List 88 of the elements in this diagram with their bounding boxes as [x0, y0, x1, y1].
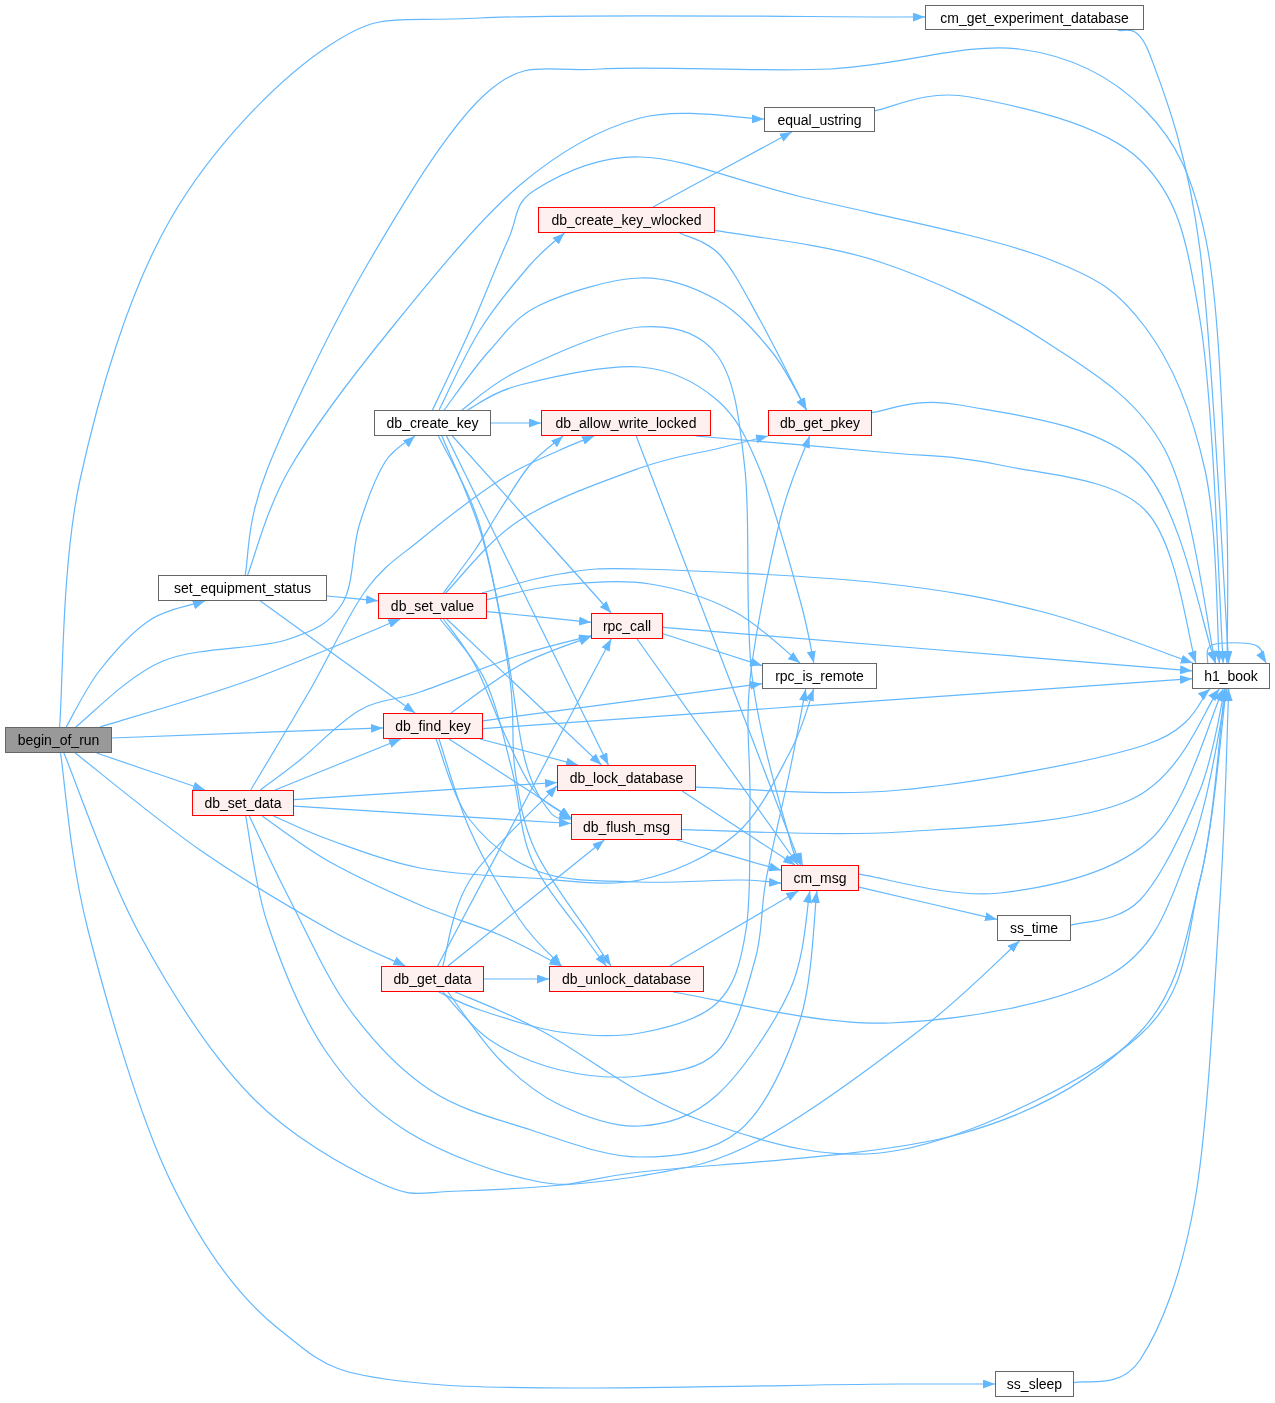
call-arrow	[486, 611, 592, 626]
call-arrow	[442, 688, 808, 1078]
function-box: ss_time	[997, 915, 1071, 941]
call-arrow	[1070, 688, 1227, 926]
function-box: db_get_pkey	[768, 410, 872, 436]
call-arrow	[871, 401, 1216, 664]
call-arrow	[662, 626, 1193, 675]
call-arrow	[293, 805, 572, 828]
call-arrow	[63, 752, 1021, 1195]
call-arrow	[679, 232, 808, 411]
call-arrow	[450, 635, 592, 714]
call-arrow	[481, 567, 1194, 664]
call-arrow	[59, 752, 996, 1389]
function-box: db_create_key	[374, 410, 491, 436]
call-arrow	[435, 738, 782, 887]
call-arrow	[445, 435, 609, 766]
call-arrow	[490, 418, 542, 428]
function-box: h1_book	[1192, 663, 1270, 689]
call-arrow	[858, 886, 998, 922]
call-arrow	[461, 325, 804, 866]
call-arrow	[438, 435, 811, 1037]
call-arrow	[447, 890, 813, 1127]
function-box: db_flush_msg	[571, 814, 682, 840]
function-box: db_allow_write_locked	[541, 410, 711, 436]
function-box: rpc_call	[591, 613, 663, 639]
call-arrow	[75, 435, 416, 728]
call-arrow	[858, 688, 1224, 895]
call-arrow	[438, 232, 566, 411]
function-box: db_unlock_database	[549, 966, 704, 992]
call-arrow	[447, 839, 605, 967]
call-arrow	[669, 890, 799, 967]
call-arrow	[247, 112, 765, 576]
call-arrow	[248, 815, 821, 1158]
call-arrow	[486, 581, 801, 664]
call-arrow	[111, 723, 384, 739]
call-arrow	[662, 633, 763, 667]
call-arrow	[326, 595, 379, 605]
call-arrow	[467, 366, 816, 664]
call-arrow	[437, 435, 572, 822]
call-arrow	[250, 435, 595, 791]
function-box: db_lock_database	[557, 765, 696, 791]
function-box: db_create_key_wlocked	[538, 207, 715, 233]
call-arrow	[442, 435, 564, 594]
function-box: set_equipment_status	[158, 575, 327, 601]
call-arrow	[448, 738, 572, 819]
function-box: rpc_is_remote	[762, 663, 877, 689]
function-box: ss_sleep	[995, 1371, 1074, 1397]
function-box: db_set_data	[192, 790, 294, 816]
call-arrow	[1117, 29, 1233, 664]
call-arrow	[441, 435, 612, 967]
function-box: begin_of_run	[5, 727, 112, 753]
function-box: db_set_value	[378, 593, 487, 619]
call-arrow	[261, 815, 562, 967]
call-arrow	[479, 738, 579, 767]
call-arrow	[431, 156, 1224, 664]
call-arrow	[681, 790, 796, 866]
function-box: cm_get_experiment_database	[925, 5, 1144, 30]
call-arrow	[446, 618, 603, 766]
call-arrow	[482, 675, 1193, 730]
call-arrow	[874, 94, 1227, 664]
call-arrow	[695, 688, 1211, 794]
call-arrow	[714, 229, 1218, 664]
call-arrow	[636, 638, 799, 866]
call-arrow	[274, 738, 402, 791]
function-box: cm_msg	[781, 865, 859, 891]
call-arrow	[675, 839, 782, 872]
call-arrow	[1073, 688, 1233, 1384]
call-arrow	[65, 600, 206, 728]
call-arrow	[1206, 642, 1267, 664]
function-box: equal_ustring	[764, 107, 875, 132]
call-arrow	[259, 634, 592, 791]
call-arrow	[259, 600, 416, 714]
call-arrow	[438, 738, 562, 967]
call-arrow	[293, 778, 558, 801]
function-box: db_find_key	[383, 713, 483, 739]
call-arrow	[99, 618, 401, 728]
call-arrow	[74, 752, 406, 967]
function-box: db_get_data	[381, 966, 484, 992]
call-arrow	[635, 435, 802, 866]
call-arrow	[96, 752, 206, 791]
call-arrow	[445, 434, 769, 594]
call-arrow	[482, 680, 763, 722]
call-arrow	[483, 974, 550, 984]
call-arrow	[652, 131, 793, 208]
call-arrow	[442, 785, 558, 967]
call-arrow	[681, 688, 1220, 835]
call-arrow	[451, 435, 612, 614]
call-arrow	[273, 688, 815, 884]
